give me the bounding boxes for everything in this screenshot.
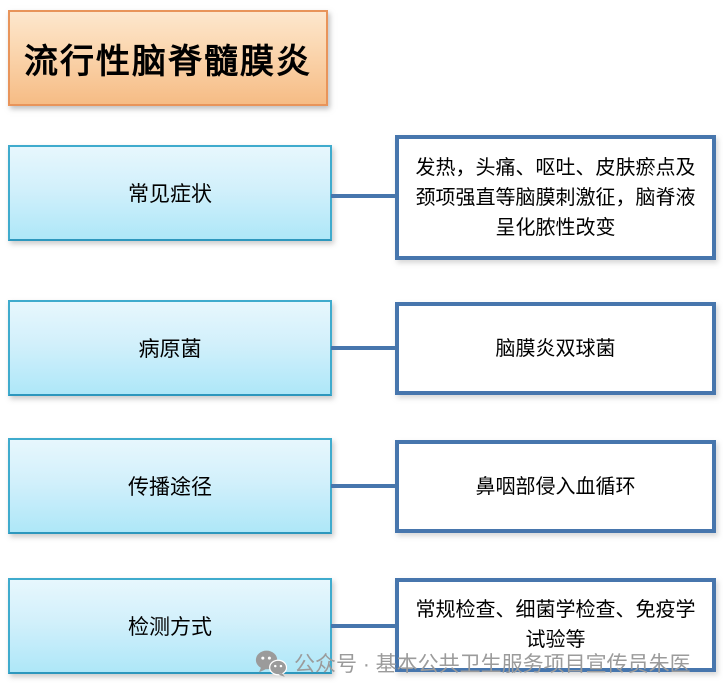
topic-label: 检测方式 [128, 615, 212, 639]
watermark-text: 公众号 · 基本公共卫生服务项目宣传员朱医 [294, 653, 691, 676]
wechat-icon [255, 650, 287, 677]
detail-text: 脑膜炎双球菌 [495, 337, 616, 360]
connector-line [331, 624, 395, 628]
watermark: 公众号 · 基本公共卫生服务项目宣传员朱医 [255, 646, 691, 680]
topic-box-pathogen: 病原菌 [8, 300, 332, 396]
detail-text: 常规检查、细菌学检查、免疫学试验等 [415, 599, 696, 651]
topic-label: 传播途径 [128, 475, 212, 499]
title-box: 流行性脑脊髓膜炎 [8, 10, 328, 106]
topic-box-transmission: 传播途径 [8, 438, 332, 534]
detail-box-transmission: 鼻咽部侵入血循环 [395, 440, 716, 533]
detail-box-symptoms: 发热，头痛、呕吐、皮肤瘀点及颈项强直等脑膜刺激征，脑脊液呈化脓性改变 [395, 135, 716, 260]
page-title: 流行性脑脊髓膜炎 [24, 43, 312, 81]
topic-box-symptoms: 常见症状 [8, 145, 332, 241]
connector-line [331, 484, 395, 488]
detail-text: 发热，头痛、呕吐、皮肤瘀点及颈项强直等脑膜刺激征，脑脊液呈化脓性改变 [415, 156, 696, 239]
connector-line [331, 346, 395, 350]
topic-label: 病原菌 [138, 337, 202, 361]
detail-box-detection: 常规检查、细菌学检查、免疫学试验等 [395, 578, 716, 672]
connector-line [331, 194, 395, 198]
topic-box-detection: 检测方式 [8, 578, 332, 674]
detail-box-pathogen: 脑膜炎双球菌 [395, 302, 716, 395]
topic-label: 常见症状 [128, 182, 212, 206]
detail-text: 鼻咽部侵入血循环 [475, 475, 636, 498]
